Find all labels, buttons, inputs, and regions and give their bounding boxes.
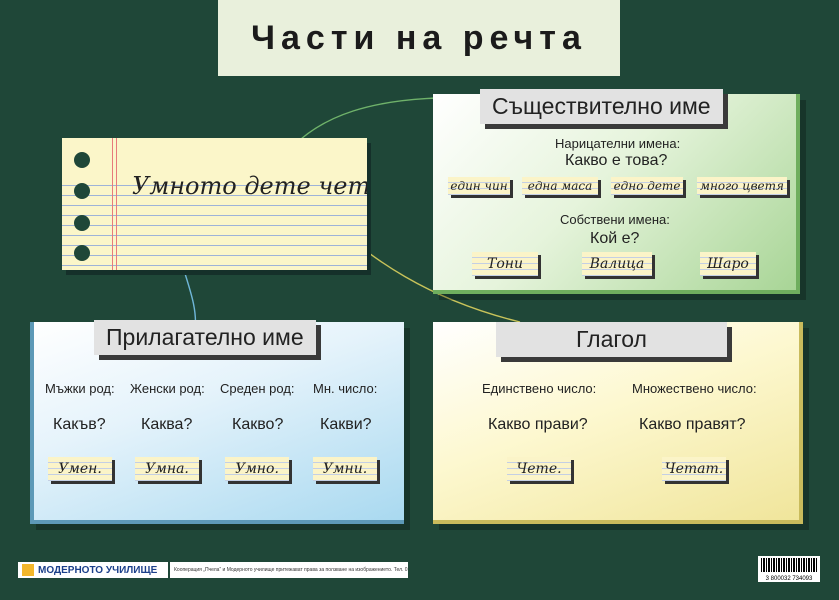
copyright-note: Кооперация „Пчела“ и Модерното училище п… [170, 562, 408, 578]
noun-common-example: една маса [522, 177, 598, 195]
noun-common-question: Какво е това? [565, 152, 668, 169]
example-sentence: Умното дете чете. [132, 172, 367, 200]
noun-header: Съществително име [480, 89, 723, 124]
adjective-question: Какъв? [53, 416, 106, 433]
adjective-example: Умно. [225, 457, 289, 481]
barcode-number: 3 800032 734093 [765, 576, 813, 582]
noun-proper-example: Тони [472, 252, 538, 276]
adjective-question: Какво? [232, 416, 284, 433]
verb-label: Множествено число: [632, 381, 757, 396]
verb-header: Глагол [496, 322, 727, 357]
verb-label: Единствено число: [482, 381, 597, 396]
noun-proper-example: Шаро [700, 252, 756, 276]
binder-hole [74, 215, 90, 231]
notebook-card: Умното дете чете. [62, 138, 367, 270]
adjective-example: Умна. [135, 457, 199, 481]
barcode-bars [761, 558, 817, 572]
adjective-label: Мъжки род: [45, 381, 115, 396]
page-title: Части на речта [218, 0, 620, 76]
adjective-panel [30, 322, 404, 524]
noun-common-label: Нарицателни имена: [555, 136, 681, 151]
adjective-example: Умни. [313, 457, 377, 481]
verb-example: Четат. [662, 457, 726, 481]
adjective-question: Какви? [320, 416, 372, 433]
adjective-label: Женски род: [130, 381, 205, 396]
noun-common-example: един чин [448, 177, 510, 195]
noun-common-example: едно дете [611, 177, 683, 195]
adjective-header: Прилагателно име [94, 320, 316, 355]
noun-proper-question: Кой е? [590, 230, 640, 247]
binder-hole [74, 245, 90, 261]
verb-question: Какво правят? [639, 416, 746, 433]
noun-proper-example: Валица [582, 252, 652, 276]
verb-question: Какво прави? [488, 416, 588, 433]
noun-proper-label: Собствени имена: [560, 212, 670, 227]
adjective-label: Среден род: [220, 381, 295, 396]
barcode: 3 800032 734093 [758, 556, 820, 582]
binder-hole [74, 152, 90, 168]
adjective-question: Каква? [141, 416, 193, 433]
publisher-name: МОДЕРНОТО УЧИЛИЩЕ [38, 564, 158, 576]
noun-common-example: много цветя [697, 177, 787, 195]
verb-example: Чете. [507, 457, 571, 481]
logo-mark-icon [22, 564, 34, 576]
adjective-label: Мн. число: [313, 381, 378, 396]
publisher-logo: МОДЕРНОТО УЧИЛИЩЕ [18, 562, 168, 578]
adjective-example: Умен. [48, 457, 112, 481]
binder-hole [74, 183, 90, 199]
